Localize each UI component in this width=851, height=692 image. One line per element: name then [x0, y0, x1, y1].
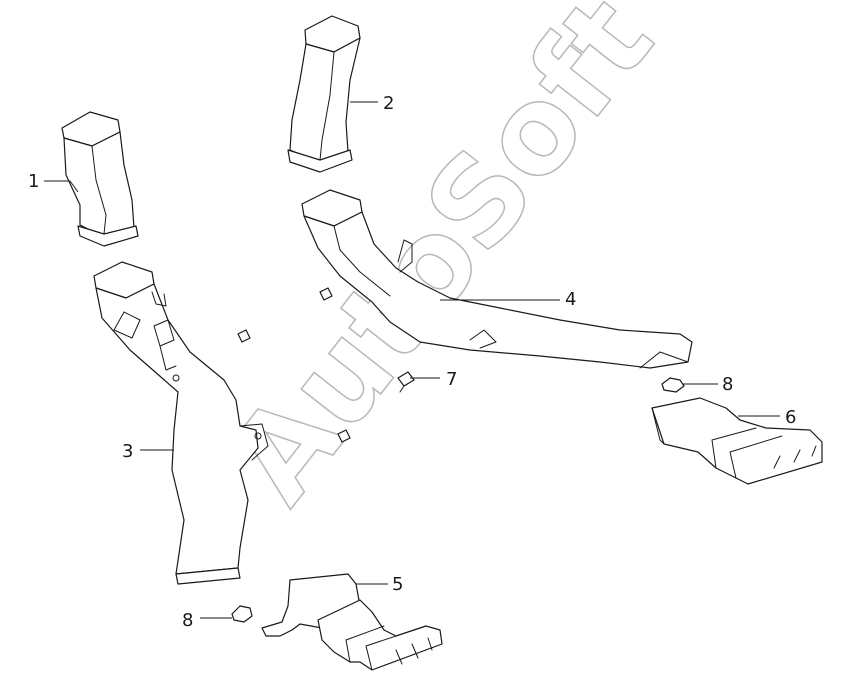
- callout-8-upper: 8: [722, 374, 733, 395]
- callout-2: 2: [383, 93, 394, 114]
- callout-6: 6: [785, 407, 796, 428]
- part-5-outlet[interactable]: [261, 573, 443, 671]
- part-4-duct[interactable]: [301, 189, 693, 369]
- fastener-small: [237, 287, 351, 443]
- callout-8-lower: 8: [182, 610, 193, 631]
- callout-7: 7: [446, 369, 457, 390]
- part-2-duct[interactable]: [287, 15, 361, 173]
- callout-3: 3: [122, 441, 133, 462]
- callout-5: 5: [392, 574, 403, 595]
- part-7-clip[interactable]: [397, 371, 415, 393]
- part-8-nut-upper[interactable]: [661, 377, 685, 393]
- watermark: AutoSoft: [203, 0, 680, 528]
- callout-1: 1: [28, 171, 39, 192]
- part-1-duct[interactable]: [61, 111, 139, 247]
- part-3-duct[interactable]: [93, 261, 269, 585]
- part-6-outlet[interactable]: [651, 397, 823, 485]
- callout-4: 4: [565, 289, 576, 310]
- part-8-nut-lower[interactable]: [231, 605, 253, 623]
- leader-lines: [44, 101, 780, 619]
